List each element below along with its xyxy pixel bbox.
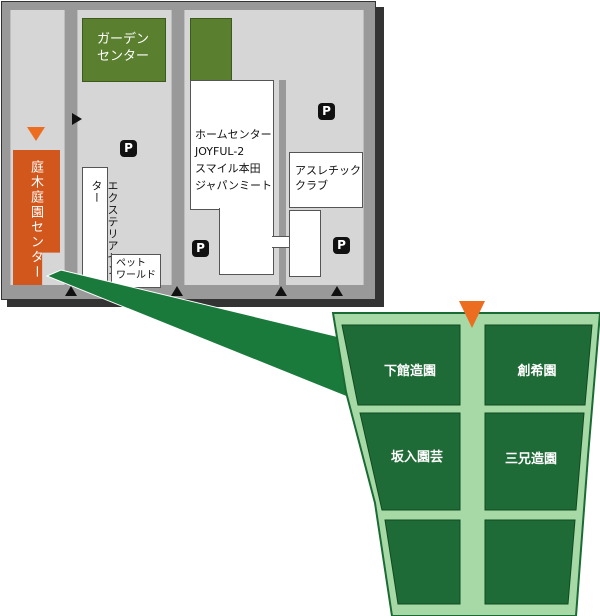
garden-center[interactable]: ガーデン センター — [82, 18, 166, 82]
pet-world[interactable]: ペット ワールド — [111, 254, 161, 288]
home-center-label-1: ホームセンター — [195, 128, 272, 141]
home-center-label-2: JOYFUL-2 — [195, 145, 245, 158]
entrance-arrow-icon — [171, 286, 183, 296]
plot-bottom-left — [384, 519, 461, 605]
home-center-building[interactable] — [190, 80, 274, 210]
parking-icon: P — [120, 140, 137, 157]
pet-world-label: ペット ワールド — [116, 258, 156, 281]
plot-label-soukien: 創希園 — [517, 364, 557, 379]
exterior-center[interactable]: エクステリアセンター — [82, 167, 119, 286]
entrance-arrow-icon — [72, 113, 82, 125]
plot-shimodate — [341, 324, 461, 406]
home-center-building-lower — [219, 204, 274, 275]
walkway — [272, 236, 292, 248]
plot-label-shimodate: 下館造園 — [383, 364, 436, 379]
plot-sankei — [484, 412, 585, 511]
location-marker-icon — [27, 127, 45, 141]
entrance-arrow-icon — [331, 286, 343, 296]
plot-location-marker-icon — [459, 301, 485, 328]
parking-icon: P — [333, 237, 350, 254]
parking-icon: P — [318, 103, 335, 120]
entrance-arrow-icon — [65, 286, 77, 296]
plot-sakairi — [359, 412, 461, 511]
plot-label-sakairi: 坂入園芸 — [390, 450, 443, 465]
parking-icon: P — [192, 240, 209, 257]
right-lot-divider — [279, 80, 286, 285]
plot-label-sankei: 三兄造園 — [504, 452, 557, 467]
entrance-arrow-icon — [275, 286, 287, 296]
exterior-center-label: エクステリアセンター — [90, 180, 119, 276]
athletic-club-label: アスレチック クラブ — [295, 164, 361, 192]
garden-tree-center-label: 庭木庭園センター — [28, 160, 43, 280]
plot-bottom-right — [484, 519, 576, 605]
home-center-label-4: ジャパンミート — [195, 179, 272, 192]
athletic-club[interactable]: アスレチック クラブ — [289, 152, 363, 208]
zoom-connector — [45, 269, 353, 399]
athletic-club-annex — [289, 210, 321, 277]
home-center-label-3: スマイル本田 — [195, 162, 261, 175]
garden-center-label: ガーデン センター — [97, 32, 150, 64]
plot-soukien — [484, 324, 593, 406]
